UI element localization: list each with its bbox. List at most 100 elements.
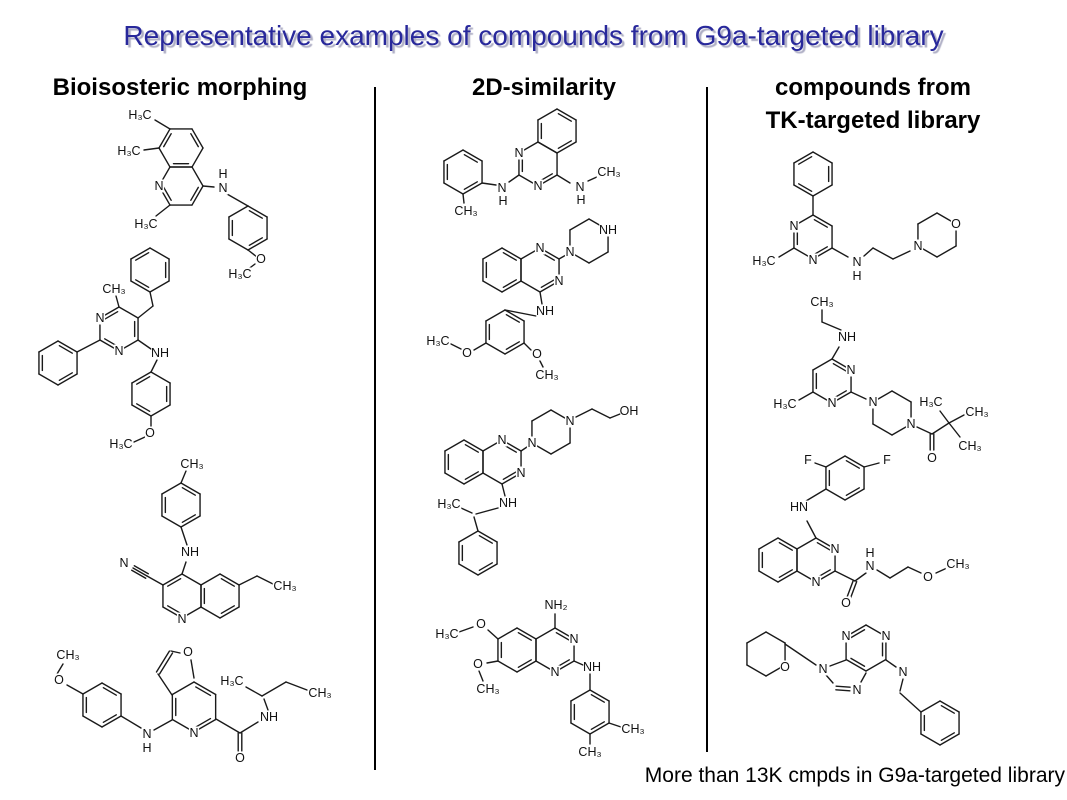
bond [556,141,577,154]
atom-label: N [818,662,827,676]
bond [501,280,522,293]
bond [200,606,221,619]
atom-label: N [119,556,128,570]
atom-label-backdrop [181,545,199,559]
bond [537,108,558,121]
atom-label-backdrop [574,180,586,194]
bond [219,573,240,586]
bond [920,733,941,746]
atom-label-backdrop [751,254,777,268]
atom-label-backdrop [496,433,508,447]
bond [778,247,795,258]
bond [939,733,960,746]
bond [190,186,199,202]
bond [220,578,236,587]
atom-label-backdrop [219,674,245,688]
bond [502,252,518,261]
column-header-bioisosteric-morphing: Bioisosteric morphing [30,71,330,104]
bond [805,488,827,502]
bond [464,444,480,453]
bond [118,306,139,319]
bond [473,516,479,532]
bond [591,408,611,419]
bond [120,715,142,729]
atom-label-backdrop [897,665,909,679]
bond [191,128,204,149]
atom-label: CH₃ [578,745,601,759]
bond [936,245,957,258]
bond [814,462,827,468]
atom-label-backdrop [599,223,617,237]
atom-label: O [841,596,851,610]
bond [195,686,212,697]
atom-label: N [881,629,890,643]
atom-label-backdrop [772,397,798,411]
bond [539,291,543,305]
bond [134,279,150,288]
atom-label: CH₃ [535,368,558,382]
bond [798,391,814,401]
bond [137,339,152,350]
atom-label: N [497,181,506,195]
atom-label: H₃C [109,437,132,451]
bond [777,570,798,583]
bond [58,345,74,354]
atom-label: N [841,629,850,643]
bond [940,732,956,741]
bond [825,488,846,501]
atom-label: N [189,726,198,740]
bond [573,660,584,666]
bond [850,629,866,639]
atom-label-backdrop [810,575,822,589]
bond [486,660,499,664]
atom-label-backdrop [851,255,863,269]
atom-label: N [154,179,163,193]
atom-label: NH [151,346,169,360]
bond [778,542,794,551]
atom-label: N [868,395,877,409]
bond [482,247,503,260]
bond [130,247,151,260]
atom-label: N [527,436,536,450]
bond [463,472,484,485]
atom-label: CH₃ [621,722,644,736]
bond [520,446,528,452]
bond [558,254,567,260]
atom-label: O [235,751,245,765]
atom-label-backdrop [553,274,565,288]
bond [487,629,499,640]
bond [940,705,956,714]
bond [473,342,487,351]
bond [477,563,498,576]
atom-label-backdrop [817,662,829,676]
atom-label-backdrop [779,660,791,674]
bond [181,514,197,523]
atom-label: N [554,274,563,288]
bond [200,573,221,586]
bond [865,658,887,672]
bond [850,391,867,400]
atom-label-backdrop [153,179,165,193]
bond [502,279,518,288]
bond [863,247,874,257]
atom-label-backdrop [583,660,601,674]
atom-label-backdrop [144,426,156,440]
bond [501,247,522,260]
atom-label: N [218,181,227,195]
bond [101,682,122,695]
atom-label: O [256,252,266,266]
atom-label: CH₃ [810,295,833,309]
bond [829,659,847,667]
atom-label-backdrop [945,557,971,571]
bond [920,700,941,713]
atom-label: N [852,255,861,269]
bond [115,295,120,308]
bond [845,460,861,469]
atom-label: CH₃ [454,204,477,218]
bond [482,280,503,293]
atom-label: NH [181,545,199,559]
bond [475,507,499,515]
bond [238,575,258,586]
